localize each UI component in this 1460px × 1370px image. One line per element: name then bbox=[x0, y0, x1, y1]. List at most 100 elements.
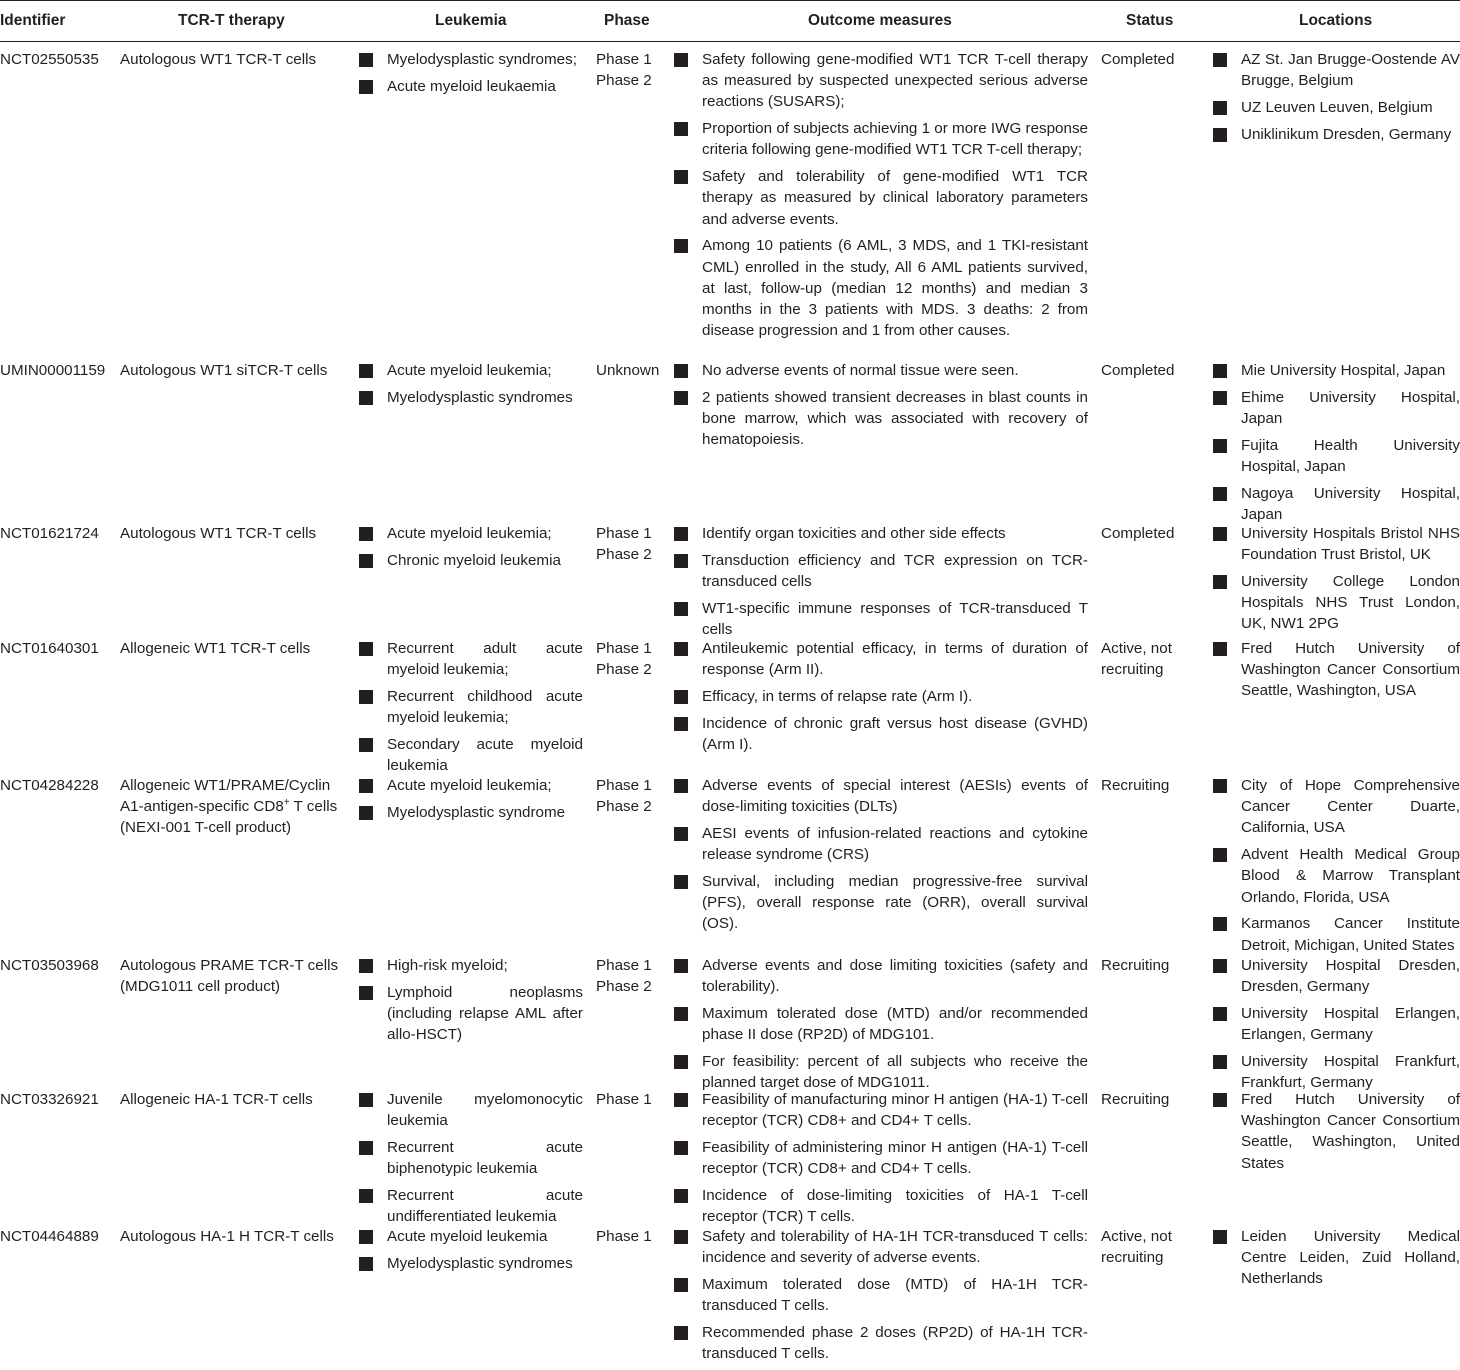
locations-cell-text: Fred Hutch University of Washington Canc… bbox=[1241, 640, 1460, 700]
bullet-square-icon bbox=[674, 1141, 688, 1155]
outcomes-cell-item: For feasibility: percent of all subjects… bbox=[674, 1051, 1088, 1093]
outcomes-cell-item: Proportion of subjects achieving 1 or mo… bbox=[674, 118, 1088, 160]
outcomes-cell-item: Incidence of dose-limiting toxicities of… bbox=[674, 1185, 1088, 1227]
outcomes-cell-text: Maximum tolerated dose (MTD) and/or reco… bbox=[702, 1005, 1088, 1044]
therapy-text: Autologous PRAME TCR-T cells bbox=[120, 957, 339, 974]
leukemia-cell-text: Recurrent acute undifferentiated leukemi… bbox=[387, 1187, 583, 1226]
outcomes-cell-text: Transduction efficiency and TCR expressi… bbox=[702, 551, 1088, 590]
outcomes-cell-text: Incidence of dose-limiting toxicities of… bbox=[702, 1187, 1088, 1226]
phase-cell-line: Phase 2 bbox=[596, 72, 652, 90]
locations-cell: Leiden University Medical Centre Leiden,… bbox=[1213, 1226, 1460, 1295]
therapy-cell: Allogeneic HA-1 TCR-T cells bbox=[120, 1089, 348, 1110]
leukemia-cell-text: Juvenile myelomonocytic leukemia bbox=[387, 1091, 583, 1130]
bullet-square-icon bbox=[359, 390, 373, 405]
therapy-text: Autologous WT1 TCR-T cells bbox=[120, 525, 317, 542]
outcomes-cell-item: Safety and tolerability of HA-1H TCR-tra… bbox=[674, 1226, 1088, 1268]
leukemia-cell-item: Recurrent childhood acute myeloid leukem… bbox=[359, 686, 583, 728]
status-cell: Recruiting bbox=[1101, 1089, 1201, 1110]
phase-cell: Phase 1 bbox=[596, 1089, 668, 1110]
bullet-square-icon bbox=[1213, 486, 1227, 501]
outcomes-cell-item: WT1-specific immune responses of TCR-tra… bbox=[674, 598, 1088, 640]
bullet-square-icon bbox=[359, 364, 373, 378]
locations-cell-text: University Hospital Dresden, Dresden, Ge… bbox=[1241, 957, 1460, 996]
leukemia-cell-text: Secondary acute myeloid leukemia bbox=[387, 736, 583, 775]
bullet-square-icon bbox=[359, 738, 373, 752]
leukemia-cell-item: Recurrent acute biphenotypic leukemia bbox=[359, 1137, 583, 1179]
leukemia-cell: High-risk myeloid;Lymphoid neoplasms (in… bbox=[359, 955, 583, 1051]
locations-cell-item: University Hospitals Bristol NHS Foundat… bbox=[1213, 523, 1460, 565]
locations-cell: City of Hope Comprehensive Cancer Center… bbox=[1213, 775, 1460, 961]
table-top-rule bbox=[0, 0, 1460, 1]
locations-cell-text: City of Hope Comprehensive Cancer Center… bbox=[1241, 777, 1460, 837]
locations-cell-text: Mie University Hospital, Japan bbox=[1241, 362, 1446, 379]
outcomes-cell-text: Proportion of subjects achieving 1 or mo… bbox=[702, 120, 1088, 159]
bullet-square-icon bbox=[359, 690, 373, 704]
locations-cell-item: Mie University Hospital, Japan bbox=[1213, 360, 1460, 381]
leukemia-cell-text: Myelodysplastic syndromes; bbox=[387, 51, 577, 68]
leukemia-cell-item: High-risk myeloid; bbox=[359, 955, 583, 976]
outcomes-cell-text: Adverse events of special interest (AESI… bbox=[702, 777, 1088, 816]
bullet-square-icon bbox=[359, 53, 373, 67]
bullet-square-icon bbox=[674, 779, 688, 793]
trial-identifier: UMIN00001159 bbox=[0, 360, 105, 381]
leukemia-cell-text: Acute myeloid leukemia; bbox=[387, 362, 552, 379]
therapy-text: (NEXI-001 T-cell product) bbox=[120, 819, 292, 837]
status-cell-line: Recruiting bbox=[1101, 1091, 1170, 1108]
bullet-square-icon bbox=[359, 1230, 373, 1244]
status-cell-line: Recruiting bbox=[1101, 957, 1170, 974]
locations-cell-text: University Hospital Frankfurt, Frankfurt… bbox=[1241, 1053, 1460, 1092]
status-cell-line: Recruiting bbox=[1101, 777, 1170, 794]
bullet-square-icon bbox=[1213, 575, 1227, 589]
status-cell-line: Completed bbox=[1101, 525, 1175, 542]
outcomes-cell-item: Among 10 patients (6 AML, 3 MDS, and 1 T… bbox=[674, 235, 1088, 341]
bullet-square-icon bbox=[359, 79, 373, 94]
phase-cell-line: Unknown bbox=[596, 362, 660, 379]
therapy-cell: Autologous HA-1 H TCR-T cells bbox=[120, 1226, 348, 1247]
bullet-square-icon bbox=[1213, 848, 1227, 863]
locations-cell: Fred Hutch University of Washington Canc… bbox=[1213, 1089, 1460, 1179]
therapy-line: A1-antigen-specific CD8+ T cells bbox=[120, 796, 348, 817]
bullet-square-icon bbox=[674, 690, 688, 704]
therapy-text: Allogeneic HA-1 TCR-T cells bbox=[120, 1091, 313, 1108]
locations-cell-text: University Hospitals Bristol NHS Foundat… bbox=[1241, 525, 1460, 564]
status-cell: Completed bbox=[1101, 360, 1201, 381]
bullet-square-icon bbox=[674, 601, 688, 616]
locations-cell-text: Uniklinikum Dresden, Germany bbox=[1241, 125, 1452, 143]
leukemia-cell-text: Myelodysplastic syndromes bbox=[387, 388, 573, 406]
trial-identifier-text: NCT03326921 bbox=[0, 1091, 99, 1108]
locations-cell-text: Karmanos Cancer Institute Detroit, Michi… bbox=[1241, 915, 1460, 954]
locations-cell-item: University Hospital Frankfurt, Frankfurt… bbox=[1213, 1051, 1460, 1093]
outcomes-cell-text: Safety following gene-modified WT1 TCR T… bbox=[702, 51, 1088, 111]
outcomes-cell: Feasibility of manufacturing minor H ant… bbox=[674, 1089, 1088, 1233]
outcomes-cell: No adverse events of normal tissue were … bbox=[674, 360, 1088, 456]
outcomes-cell-text: Safety and tolerability of HA-1H TCR-tra… bbox=[702, 1228, 1088, 1267]
trial-identifier: NCT04284228 bbox=[0, 775, 99, 796]
therapy-cell: Autologous PRAME TCR-T cells(MDG1011 cel… bbox=[120, 955, 348, 997]
leukemia-cell-item: Myelodysplastic syndrome bbox=[359, 802, 583, 823]
bullet-square-icon bbox=[674, 239, 688, 254]
therapy-cell: Allogeneic WT1 TCR-T cells bbox=[120, 638, 348, 659]
leukemia-cell-text: Myelodysplastic syndromes bbox=[387, 1254, 573, 1272]
header-therapy: TCR-T therapy bbox=[178, 12, 285, 29]
trial-identifier-text: NCT03503968 bbox=[0, 957, 99, 974]
locations-cell-text: Ehime University Hospital, Japan bbox=[1241, 388, 1460, 427]
outcomes-cell-text: AESI events of infusion-related reaction… bbox=[702, 825, 1088, 864]
header-leukemia: Leukemia bbox=[435, 12, 507, 29]
trial-identifier: NCT03503968 bbox=[0, 955, 99, 976]
outcomes-cell-text: Adverse events and dose limiting toxicit… bbox=[702, 957, 1088, 996]
bullet-square-icon bbox=[674, 1278, 688, 1292]
trial-identifier-text: NCT02550535 bbox=[0, 51, 99, 68]
outcomes-cell-text: Identify organ toxicities and other side… bbox=[702, 525, 1006, 542]
leukemia-cell-text: Acute myeloid leukaemia bbox=[387, 77, 556, 95]
therapy-text: Allogeneic WT1 TCR-T cells bbox=[120, 640, 311, 657]
bullet-square-icon bbox=[1213, 527, 1227, 541]
leukemia-cell-text: Acute myeloid leukemia bbox=[387, 1228, 548, 1245]
outcomes-cell-item: Antileukemic potential efficacy, in term… bbox=[674, 638, 1088, 680]
locations-cell-item: University College London Hospitals NHS … bbox=[1213, 571, 1460, 635]
therapy-line: Autologous HA-1 H TCR-T cells bbox=[120, 1226, 348, 1247]
